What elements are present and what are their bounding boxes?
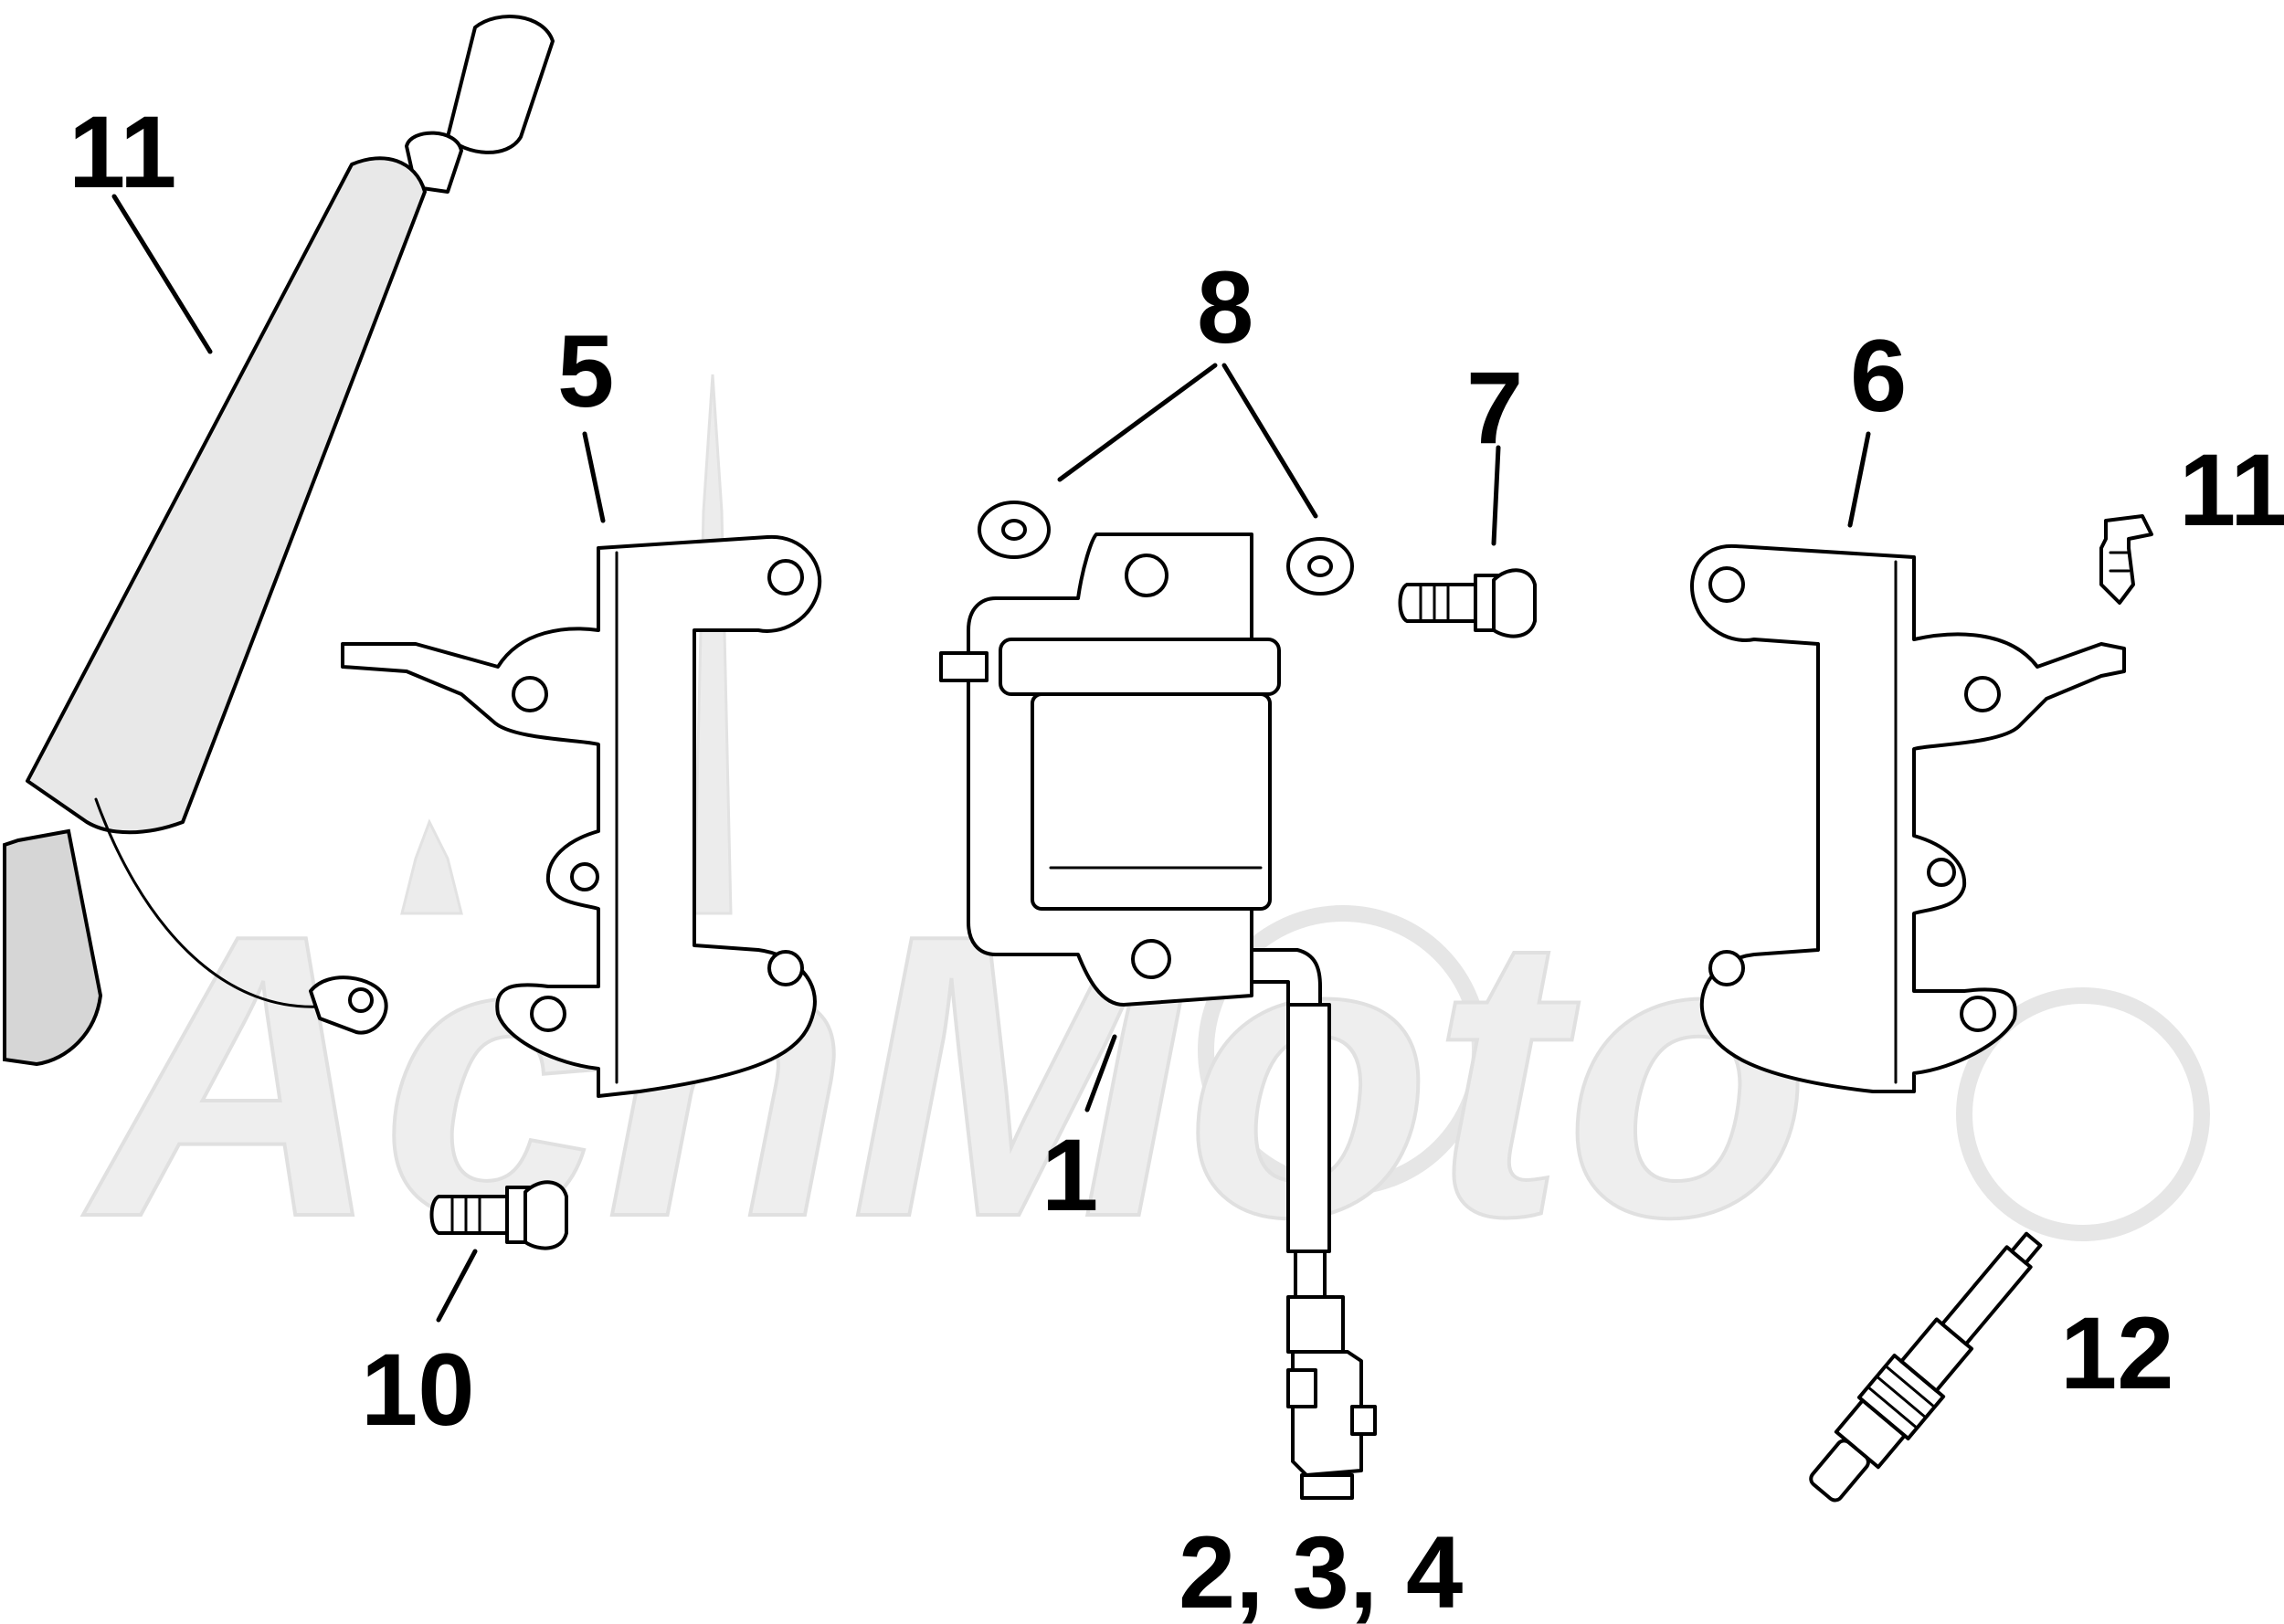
leader-9 [111, 194, 213, 354]
part-12-spark-plug [1809, 1231, 2043, 1503]
leader-lines [111, 194, 1871, 1323]
callout-11-label: 11 [2179, 433, 2284, 547]
callout-8: 8 [1197, 250, 1253, 364]
callout-1: 1 [1042, 1118, 1098, 1232]
callout-10: 10 [361, 1333, 475, 1447]
callouts: 11 5 8 7 6 11 11 1 10 12 2, 3, 4 12 [69, 95, 2284, 1624]
leader-7 [1491, 445, 1501, 546]
part-8-washers [978, 501, 1354, 596]
watermark: AcnMoto [77, 374, 2210, 1302]
callout-5: 5 [557, 314, 614, 428]
part-7-bolt [1398, 568, 1537, 638]
part-1-ignition-coil [939, 533, 1331, 1299]
watermark-text: AcnMoto [79, 852, 1811, 1301]
callout-7: 7 [1466, 351, 1523, 465]
part-5-left-bracket [341, 534, 822, 1098]
callout-2-3-4: 2, 3, 4 [1179, 1515, 1463, 1624]
callout-6: 6 [1850, 319, 1907, 433]
leader-5 [582, 431, 606, 523]
leader-10 [436, 1249, 478, 1323]
callout-9: 11 [69, 95, 176, 209]
callout-12-label: 12 [2060, 1296, 2174, 1410]
part-10-bolt [429, 1180, 568, 1250]
leader-8a [1057, 363, 1218, 482]
leader-6 [1847, 431, 1871, 528]
leader-8b [1221, 363, 1318, 519]
part-11-clip [2099, 514, 2153, 605]
part-6-right-bracket [1690, 543, 2126, 1093]
leader-1 [1084, 1034, 1117, 1113]
part-2-3-4-connector [1286, 1295, 1377, 1500]
part-9-spark-plug-lead [3, 15, 555, 1067]
